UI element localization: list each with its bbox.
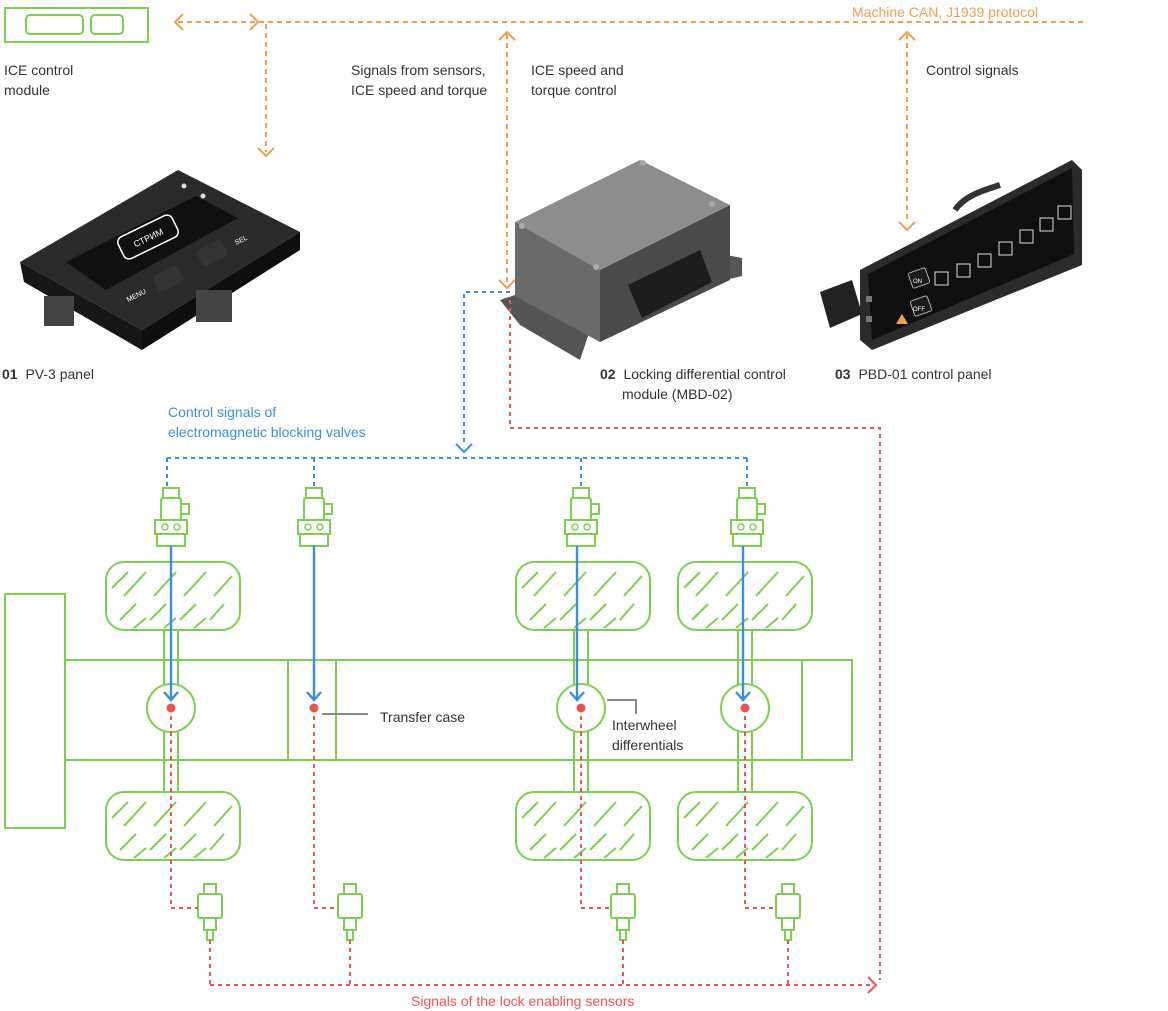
blocking-valve: [730, 487, 766, 547]
can-bus-lines: [178, 21, 1085, 282]
transfer-case-label: Transfer case: [380, 709, 466, 725]
pv3-panel-image: СТРИМ MENU SEL: [20, 170, 300, 350]
pbd-on-key: ON: [913, 279, 922, 285]
axle-shafts: [163, 630, 753, 792]
ice-control-module: [4, 7, 149, 43]
valve-signals-label: Control signals of electromagnetic block…: [168, 404, 366, 440]
blocking-valve: [297, 487, 333, 547]
can-bus-label: Machine CAN, J1939 protocol: [852, 4, 1038, 20]
sensor-points: [166, 703, 750, 713]
pv3-panel-caption: 01 PV-3 panel: [2, 366, 94, 382]
ice-module-label: ICE control module: [4, 62, 74, 98]
pbd-off-key: OFF: [913, 307, 925, 313]
ice-speed-control-label: ICE speed and torque control: [531, 62, 624, 98]
mbd02-caption: 02 Locking differential control module (…: [600, 366, 786, 402]
lock-sensor: [775, 883, 801, 941]
can-bus-arrowheads: [173, 13, 916, 290]
lock-sensor: [197, 883, 223, 941]
interwheel-differentials-label: Interwheel differentials: [612, 717, 684, 753]
control-signals-label: Control signals: [926, 62, 1019, 78]
leader-lines: [322, 699, 637, 715]
tire: [105, 791, 241, 861]
sensor-signals-label: Signals of the lock enabling sensors: [411, 993, 635, 1009]
mbd02-module-image: [500, 160, 742, 360]
tire: [515, 791, 651, 861]
valve-control-lines: [166, 291, 749, 490]
chassis-frame: [4, 593, 853, 829]
blue-arrowhead: [455, 443, 473, 454]
red-arrowhead: [867, 976, 878, 994]
tire: [677, 791, 813, 861]
blocking-valve: [154, 487, 190, 547]
lock-sensor: [337, 883, 363, 941]
lock-sensor: [610, 883, 636, 941]
blocking-valve: [564, 487, 600, 547]
sensor-signal-lines: [170, 300, 881, 986]
signals-from-sensors-label: Signals from sensors, ICE speed and torq…: [351, 62, 488, 98]
tire: [105, 561, 241, 631]
pbd01-panel-image: ON OFF: [820, 160, 1082, 350]
tire: [515, 561, 651, 631]
tire: [677, 561, 813, 631]
pbd01-caption: 03 PBD-01 control panel: [835, 366, 992, 382]
valve-signal-arrows: [163, 546, 751, 702]
